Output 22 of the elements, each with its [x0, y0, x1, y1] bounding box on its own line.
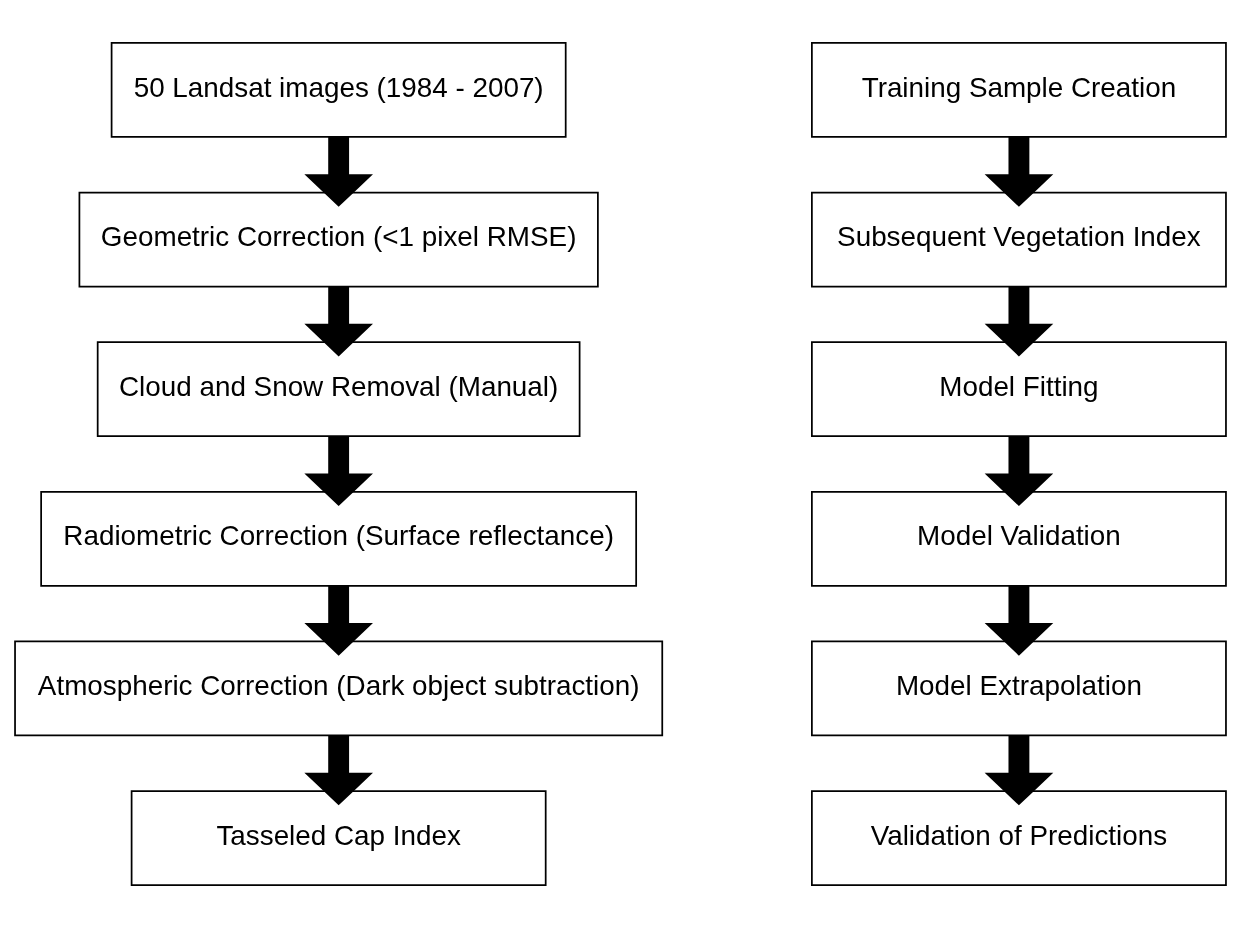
- arrow: [304, 137, 373, 207]
- arrow: [304, 735, 373, 806]
- node-box: Cloud and Snow Removal (Manual): [96, 341, 581, 438]
- node-box: Geometric Correction (<1 pixel RMSE): [78, 191, 599, 288]
- arrow: [304, 436, 373, 507]
- node-box: Model Fitting: [811, 341, 1227, 438]
- node-box: Tasseled Cap Index: [130, 790, 547, 886]
- arrow: [304, 286, 373, 357]
- node-box: Model Validation: [811, 490, 1227, 587]
- node-box: 50 Landsat images (1984 - 2007): [110, 42, 567, 138]
- arrow: [984, 735, 1054, 806]
- arrow: [984, 286, 1054, 357]
- arrow: [984, 137, 1054, 207]
- arrow: [304, 586, 373, 656]
- node-box: Atmospheric Correction (Dark object subtraction): [14, 640, 664, 737]
- node-box: Training Sample Creation: [811, 42, 1227, 138]
- node-box: Validation of Predictions: [811, 790, 1227, 886]
- arrow: [984, 586, 1054, 656]
- node-box: Subsequent Vegetation Index: [811, 191, 1227, 288]
- node-box: Radiometric Correction (Surface reflectance): [40, 490, 638, 587]
- node-box: Model Extrapolation: [811, 640, 1227, 737]
- arrow: [984, 436, 1054, 507]
